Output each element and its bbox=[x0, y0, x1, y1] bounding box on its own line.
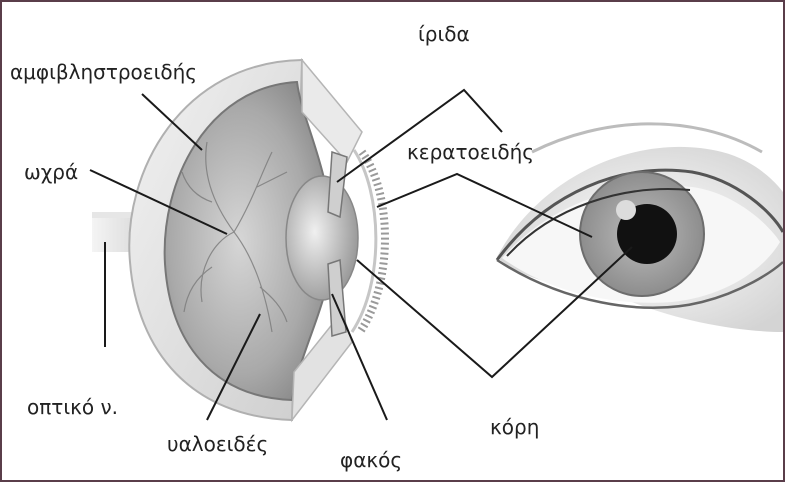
label-cornea: κερατοειδής bbox=[407, 142, 534, 162]
label-lens: φακός bbox=[340, 450, 402, 470]
label-retina: αμφιβληστροειδής bbox=[10, 62, 197, 82]
eyeball-cross-section bbox=[129, 60, 385, 420]
label-iris: ίριδα bbox=[418, 24, 470, 44]
label-vitreous: υαλοειδές bbox=[167, 434, 268, 454]
label-optic-nerve: οπτικό ν. bbox=[27, 397, 118, 417]
label-pupil: κόρη bbox=[490, 417, 539, 437]
label-macula: ωχρά bbox=[24, 162, 78, 182]
external-eye-illustration bbox=[497, 124, 783, 332]
